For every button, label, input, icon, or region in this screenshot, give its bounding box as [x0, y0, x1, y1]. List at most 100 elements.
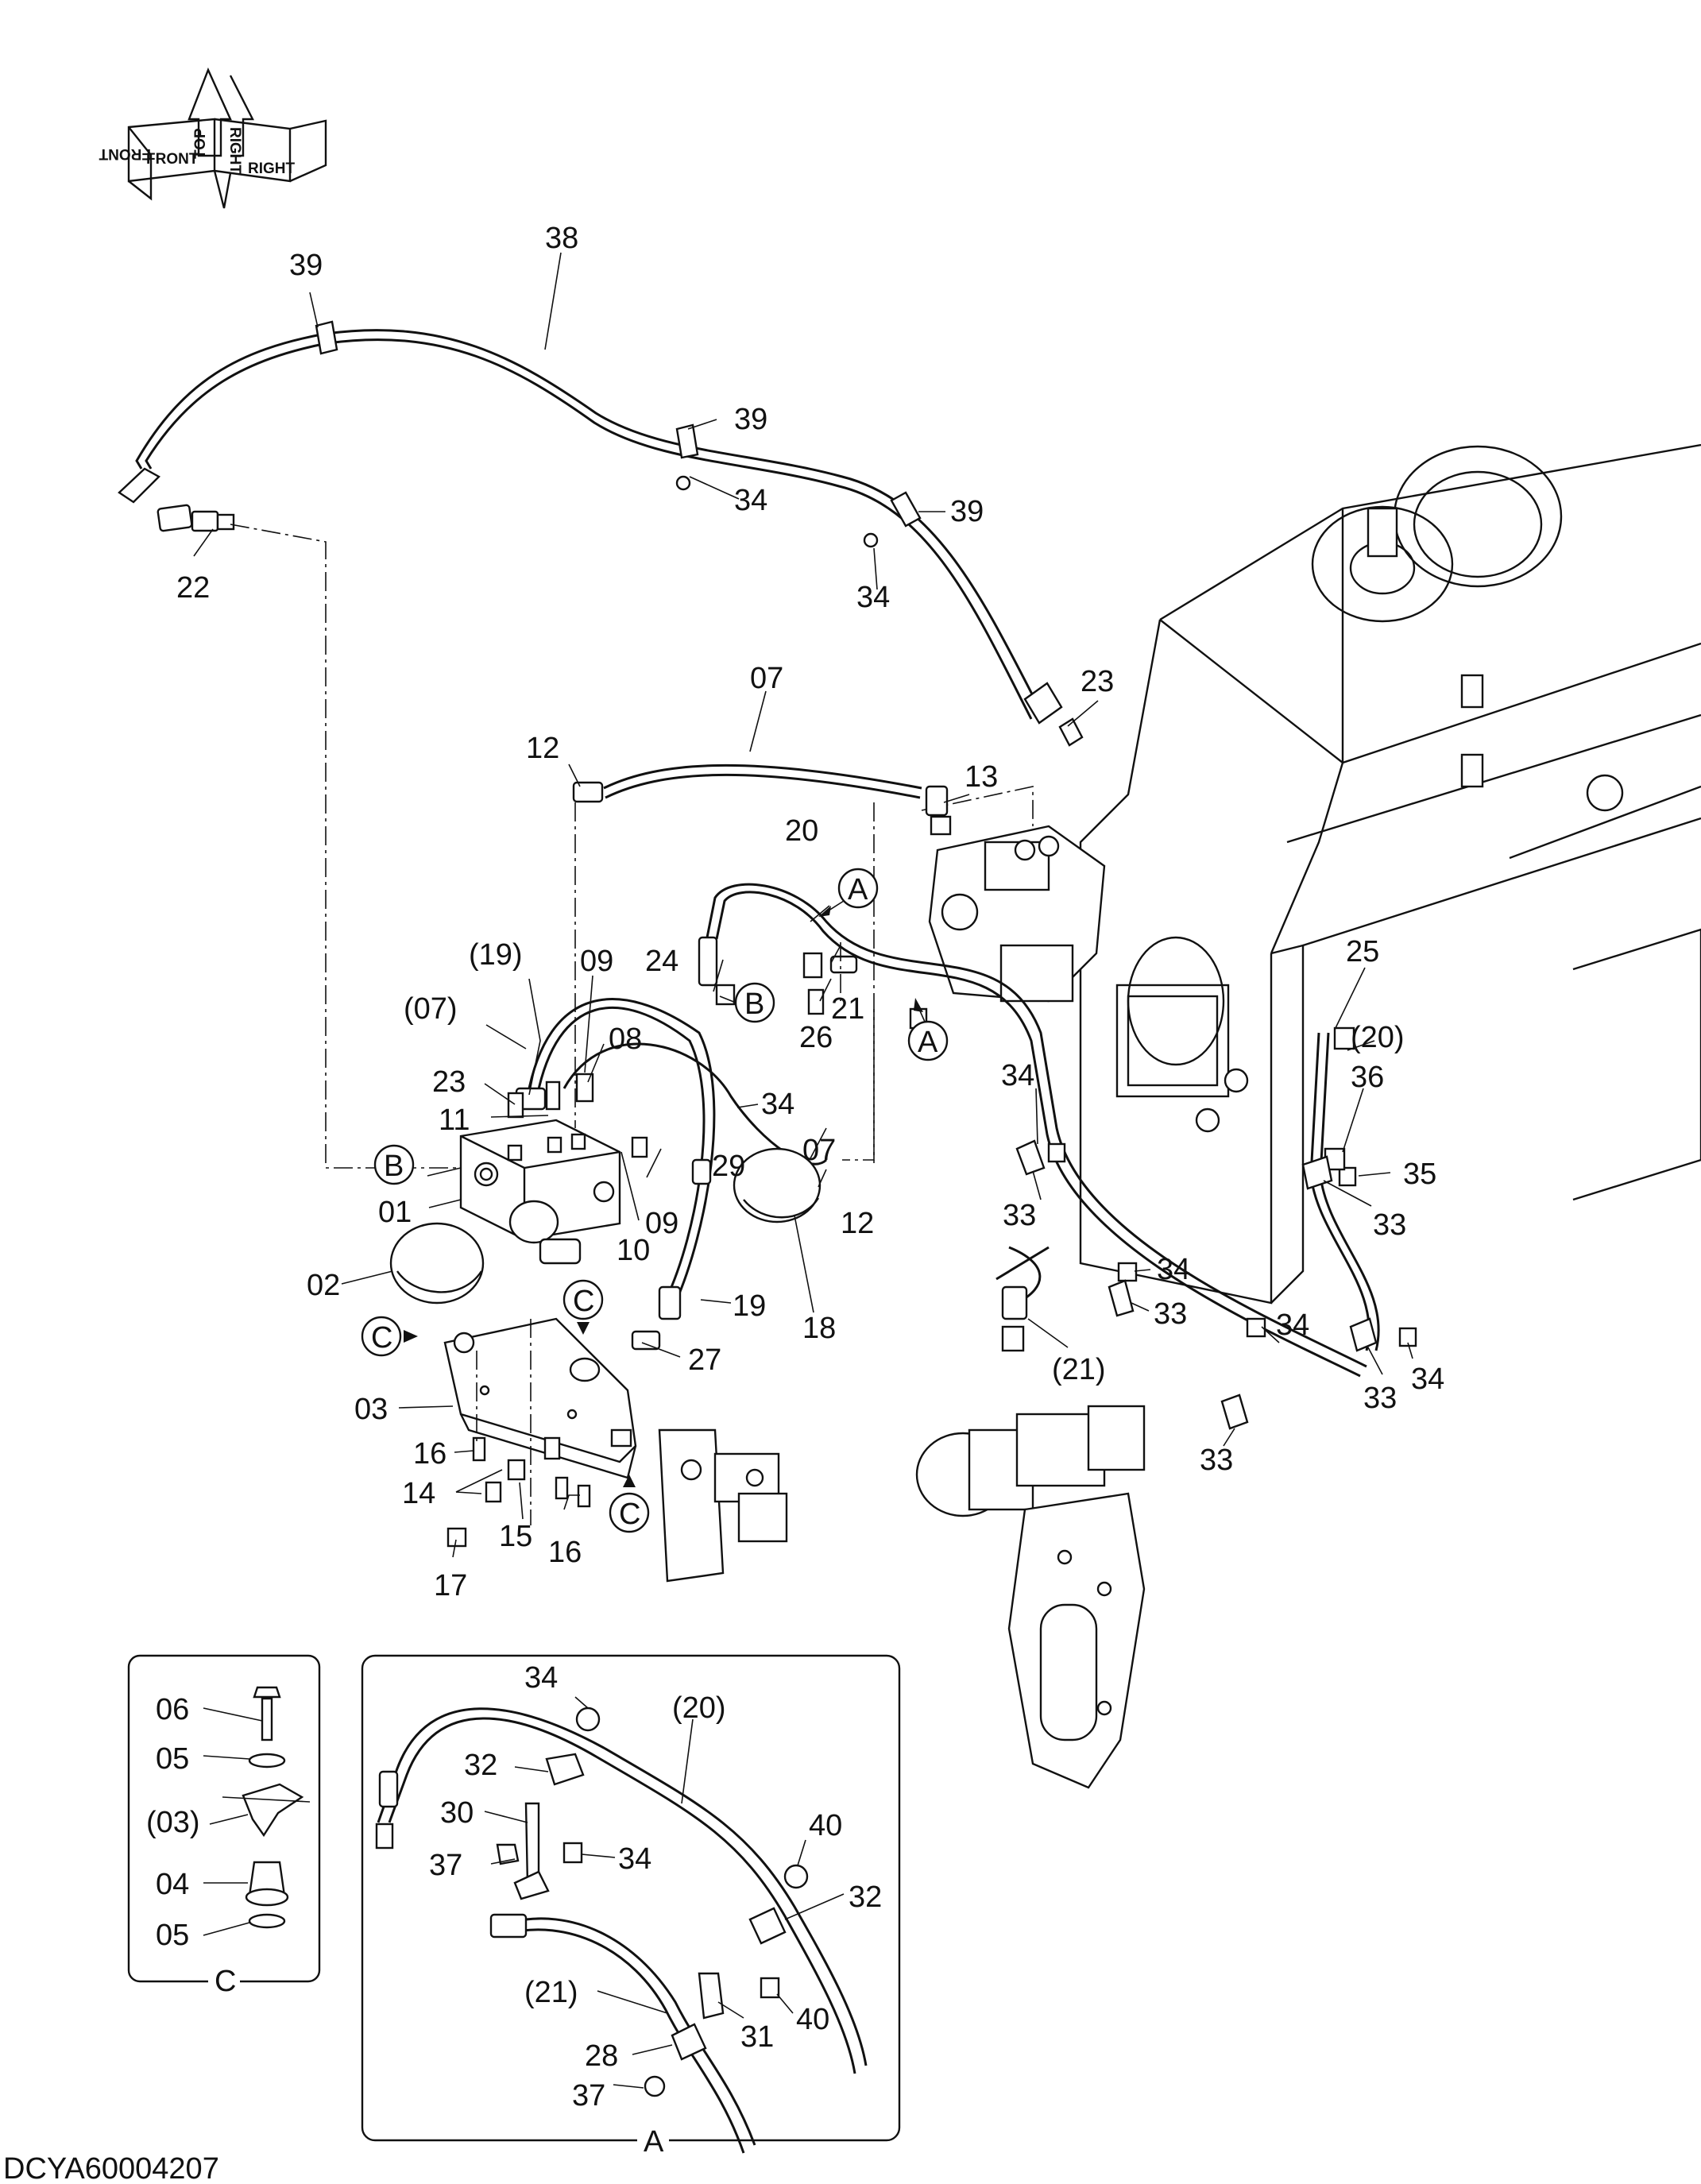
small-valve-bracket	[658, 1428, 788, 1583]
callout-25: 25	[1346, 935, 1379, 968]
detail-c-panel: 06 05 (03) 04 05 C	[127, 1654, 321, 1998]
orientation-right-mirror-label: RIGHT	[226, 127, 243, 175]
marker-B2-label: B	[384, 1150, 404, 1183]
callout-38: 38	[545, 222, 578, 255]
callout-33d: 33	[1363, 1382, 1397, 1415]
callout-14: 14	[402, 1477, 435, 1510]
callout-26: 26	[799, 1021, 833, 1054]
marker-B1-label: B	[744, 988, 764, 1021]
detail-a-label-40a: 40	[809, 1809, 842, 1842]
detail-c-label-04: 04	[156, 1868, 189, 1901]
detail-a-label-40b: 40	[796, 2003, 829, 2036]
callout-09a: 09	[580, 945, 613, 978]
callout-34e: 34	[1157, 1253, 1190, 1286]
circled-markers: A A B B C C C	[361, 868, 949, 1533]
marker-A2-label: A	[918, 1026, 938, 1059]
detail-a-label-32a: 32	[464, 1749, 497, 1782]
callout-35: 35	[1403, 1158, 1436, 1191]
marker-C-left: C	[361, 1316, 418, 1357]
orientation-right-label: RIGHT	[248, 160, 296, 177]
marker-B-right: B	[719, 982, 775, 1023]
callout-34a: 34	[734, 484, 767, 517]
callout-21a: 21	[831, 992, 864, 1026]
callout-17: 17	[434, 1569, 467, 1602]
hose-38-assembly	[118, 320, 1084, 747]
callout-03: 03	[354, 1393, 388, 1426]
callout-13: 13	[965, 760, 998, 794]
detail-c-label-03: (03)	[146, 1806, 200, 1839]
marker-C-top: C	[562, 1279, 604, 1335]
callout-19b: 19	[733, 1289, 766, 1323]
machine-frame	[1079, 443, 1701, 1305]
callout-18: 18	[802, 1312, 836, 1345]
callout-12a: 12	[526, 732, 559, 765]
detail-a-panel: 34 (20) 32 30 37 34 40 32 (21) 31 40 28 …	[361, 1654, 901, 2159]
callout-39b: 39	[734, 403, 767, 436]
callout-29: 29	[712, 1150, 745, 1183]
callout-34g: 34	[1411, 1363, 1444, 1396]
marker-C-bottom: C	[609, 1475, 650, 1533]
fittings-near-block	[507, 952, 1417, 1347]
marker-B-left: B	[373, 1144, 415, 1185]
detail-a-title: A	[644, 2125, 664, 2159]
valve-block-01	[459, 1119, 621, 1265]
detail-a-label-37a: 37	[429, 1849, 462, 1882]
detail-a-label-30: 30	[440, 1796, 474, 1830]
callout-39c: 39	[950, 495, 984, 528]
callout-20a: 20	[785, 814, 818, 848]
callout-10: 10	[617, 1234, 650, 1267]
callout-22: 22	[176, 571, 210, 605]
detail-c-label-06: 06	[156, 1693, 189, 1726]
callout-01: 01	[378, 1196, 412, 1229]
callout-16a: 16	[413, 1437, 447, 1471]
clamps-33	[1015, 1139, 1378, 1430]
orientation-top-label: TOP	[192, 128, 209, 159]
callout-34c: 34	[761, 1088, 794, 1121]
drawing-code: DCYA60004207	[3, 2152, 219, 2184]
callout-39a: 39	[289, 249, 323, 282]
callout-34b: 34	[856, 581, 890, 614]
callout-09b: 09	[645, 1207, 678, 1240]
callout-23b: 23	[432, 1065, 466, 1099]
detail-a-label-32b: 32	[849, 1881, 882, 1914]
callout-07b: (07)	[404, 992, 458, 1026]
detail-a-label-31: 31	[740, 2020, 774, 2054]
detail-a-label-37b: 37	[572, 2079, 605, 2112]
marker-C3-label: C	[619, 1498, 640, 1531]
lower-mount	[915, 1405, 1146, 1789]
callout-36: 36	[1351, 1061, 1384, 1094]
marker-C1-label: C	[573, 1285, 594, 1318]
pilot-valve-body	[921, 786, 1106, 1003]
hose-07-upper	[572, 763, 952, 836]
callout-labels: 39 38 39 34 39 34 22 23 07 12 13 20 (19)…	[176, 222, 1444, 1602]
callout-leaders	[193, 252, 1413, 1558]
orientation-front-label: FRONT	[146, 151, 199, 168]
callout-27: 27	[688, 1343, 721, 1377]
callout-15: 15	[499, 1520, 532, 1553]
callout-34f: 34	[1276, 1308, 1309, 1342]
callout-23a: 23	[1081, 665, 1114, 698]
detail-a-label-21: (21)	[524, 1976, 578, 2009]
callout-33e: 33	[1200, 1444, 1233, 1477]
detail-a-label-28: 28	[585, 2039, 618, 2073]
callout-02: 02	[307, 1269, 340, 1302]
callout-33a: 33	[1003, 1199, 1036, 1232]
detail-c-label-05b: 05	[156, 1919, 189, 1952]
callout-33c: 33	[1154, 1297, 1187, 1331]
marker-A-lower: A	[907, 998, 949, 1061]
detail-c-title: C	[215, 1965, 236, 1998]
orientation-front-mirror-label: FRONT	[99, 145, 151, 162]
callout-21b: (21)	[1052, 1353, 1106, 1386]
detail-a-label-34b: 34	[618, 1842, 651, 1876]
detail-c-label-05a: 05	[156, 1742, 189, 1776]
callout-11: 11	[439, 1104, 470, 1137]
callout-34d: 34	[1001, 1059, 1034, 1092]
accumulator-18	[733, 1147, 822, 1223]
marker-A1-label: A	[848, 873, 868, 906]
callout-20b: (20)	[1351, 1021, 1405, 1054]
small-hardware	[447, 1330, 661, 1548]
callout-07c: 07	[802, 1134, 836, 1167]
leader-dashes	[230, 524, 875, 1525]
marker-C2-label: C	[371, 1321, 392, 1355]
